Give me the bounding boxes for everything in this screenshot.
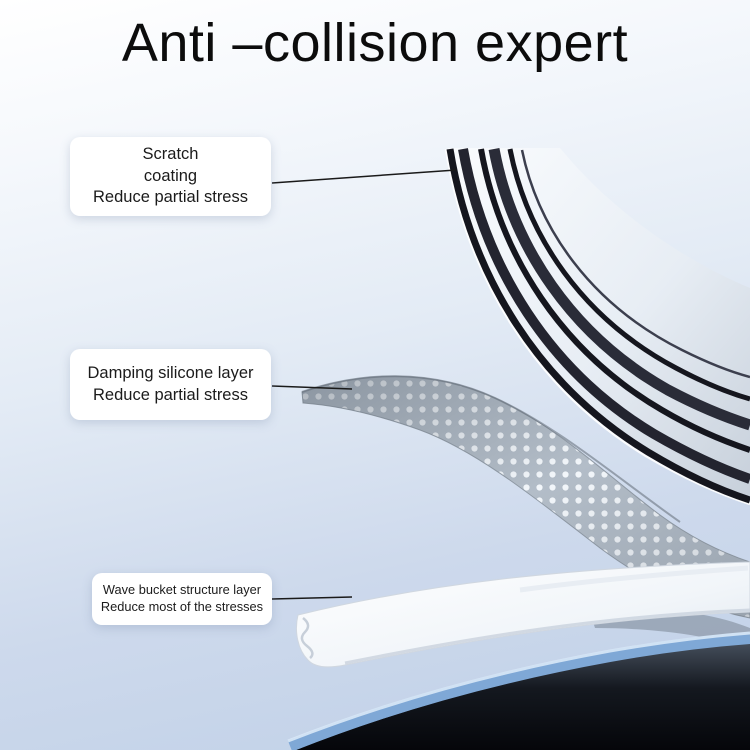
page-title: Anti –collision expert: [121, 13, 629, 73]
callout-damping-silicone: Damping silicone layer Reduce partial st…: [70, 349, 271, 420]
callout-wave-bucket: Wave bucket structure layer Reduce most …: [92, 573, 272, 625]
glass-layer-art: [444, 147, 750, 506]
mesh-layer-art: [301, 375, 750, 619]
phone-edge-art: [287, 631, 750, 750]
wave-layer-art: [295, 561, 750, 668]
callout-scratch-coating: Scratch coating Reduce partial stress: [70, 137, 271, 216]
callout-lines: [271, 169, 457, 600]
